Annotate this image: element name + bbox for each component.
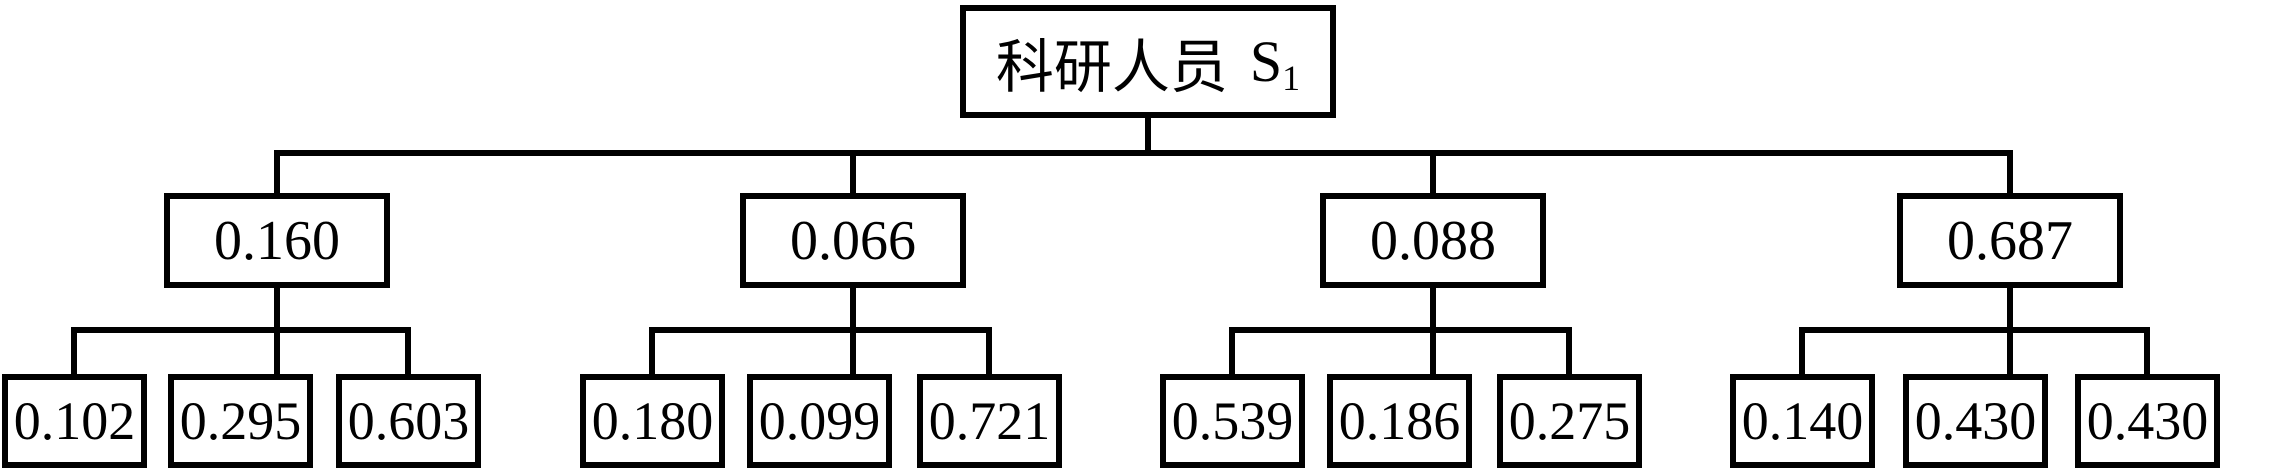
leaf-node-2-1-value: 0.180	[591, 391, 714, 451]
root-node-subscript: 1	[1282, 57, 1301, 98]
leaf-node-2-1: 0.180	[580, 374, 725, 468]
level2-node-3-value: 0.088	[1370, 209, 1496, 272]
level2-node-2-value: 0.066	[790, 209, 916, 272]
leaf-node-4-2: 0.430	[1903, 374, 2048, 468]
connector-line	[1799, 327, 1805, 374]
leaf-node-3-2-value: 0.186	[1338, 391, 1461, 451]
leaf-node-2-3: 0.721	[917, 374, 1062, 468]
connector-line	[71, 327, 77, 374]
leaf-node-3-3: 0.275	[1497, 374, 1642, 468]
connector-line	[405, 327, 411, 374]
level2-node-2: 0.066	[740, 193, 966, 288]
level2-node-4: 0.687	[1897, 193, 2123, 288]
connector-line	[1799, 327, 2150, 333]
leaf-node-2-2-value: 0.099	[758, 391, 881, 451]
connector-line	[850, 150, 856, 193]
leaf-node-3-2: 0.186	[1327, 374, 1472, 468]
leaf-node-1-3-value: 0.603	[347, 391, 470, 451]
leaf-node-2-3-value: 0.721	[928, 391, 1051, 451]
leaf-node-1-3: 0.603	[336, 374, 481, 468]
level2-node-1-value: 0.160	[214, 209, 340, 272]
connector-line	[2007, 150, 2013, 193]
connector-line	[1430, 150, 1436, 193]
connector-line	[2144, 327, 2150, 374]
leaf-node-3-1: 0.539	[1160, 374, 1305, 468]
connector-line	[986, 327, 992, 374]
leaf-node-1-2-value: 0.295	[179, 391, 302, 451]
connector-line	[1229, 327, 1235, 374]
connector-line	[649, 327, 655, 374]
connector-line	[1566, 327, 1572, 374]
leaf-node-3-3-value: 0.275	[1508, 391, 1631, 451]
level2-node-1: 0.160	[164, 193, 390, 288]
leaf-node-4-2-value: 0.430	[1914, 391, 2037, 451]
leaf-node-4-3-value: 0.430	[2086, 391, 2209, 451]
leaf-node-1-1: 0.102	[2, 374, 147, 468]
connector-line	[274, 150, 280, 193]
leaf-node-1-1-value: 0.102	[13, 391, 136, 451]
root-node: 科研人员 S1	[960, 5, 1336, 118]
connector-line	[1145, 118, 1151, 156]
root-node-label: 科研人员	[995, 34, 1228, 100]
connector-line	[71, 327, 411, 333]
connector-line	[1229, 327, 1572, 333]
level2-node-3: 0.088	[1320, 193, 1546, 288]
leaf-node-2-2: 0.099	[747, 374, 892, 468]
leaf-node-1-2: 0.295	[168, 374, 313, 468]
leaf-node-4-1: 0.140	[1730, 374, 1875, 468]
root-node-symbol: S1	[1249, 29, 1301, 98]
connector-line	[649, 327, 992, 333]
leaf-node-4-1-value: 0.140	[1741, 391, 1864, 451]
leaf-node-3-1-value: 0.539	[1171, 391, 1294, 451]
connector-line	[274, 150, 2013, 156]
level2-node-4-value: 0.687	[1947, 209, 2073, 272]
leaf-node-4-3: 0.430	[2075, 374, 2220, 468]
